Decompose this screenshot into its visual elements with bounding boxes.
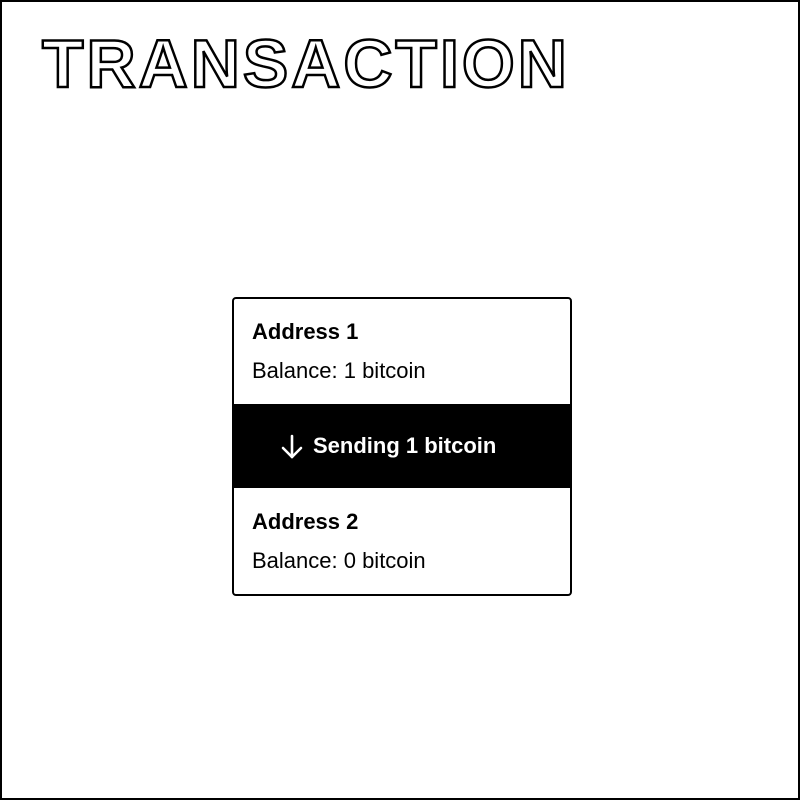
sender-balance: Balance: 1 bitcoin (252, 358, 426, 383)
receiver-balance: Balance: 0 bitcoin (252, 548, 426, 573)
page-title: TRANSACTION (41, 26, 570, 102)
arrow-down-icon (281, 434, 303, 459)
receiver-address-name: Address 2 (252, 509, 359, 534)
sender-address-name: Address 1 (252, 319, 359, 344)
transfer-label: Sending 1 bitcoin (313, 433, 497, 458)
transfer-bar: Sending 1 bitcoin (234, 404, 570, 488)
transaction-card: Address 1 Balance: 1 bitcoin Sending 1 b… (232, 297, 572, 596)
